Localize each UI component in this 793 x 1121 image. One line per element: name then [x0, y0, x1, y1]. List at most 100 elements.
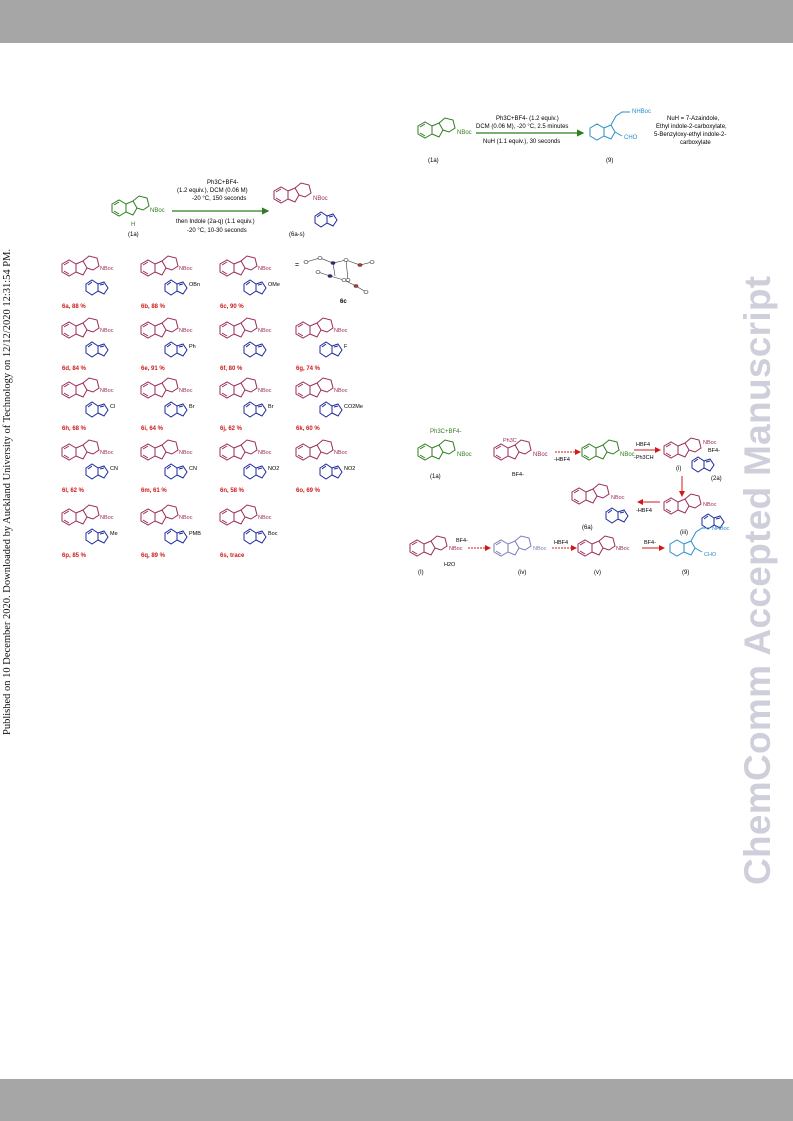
product-nboc: NBoc [258, 328, 272, 334]
mech-a-nboc: NBoc [533, 452, 548, 458]
right-substrate-label: (1a) [428, 158, 439, 164]
product-9-cho: CHO [624, 135, 638, 141]
product-5: NBoc 6f, 80 % [219, 317, 272, 372]
mech-label-i: (i) [676, 466, 681, 472]
product-label: 6c, 90 % [220, 304, 244, 310]
product-indole-structure [243, 279, 267, 296]
left-cond-line2: (1.2 equiv.), DCM (0.06 M) [177, 188, 248, 194]
product-substituent: F [344, 344, 348, 350]
product-nboc: NBoc [179, 388, 193, 394]
product-6-general-structure [273, 182, 312, 204]
mech-label-I: (I) [418, 570, 424, 576]
product-substituent: Ph [189, 344, 196, 350]
product-9-nhboc: NHBoc [632, 109, 651, 115]
product-label: 6j, 62 % [220, 426, 243, 432]
product-label: 6n, 58 % [220, 488, 245, 494]
product-core-structure [140, 255, 179, 277]
product-nboc: NBoc [179, 328, 193, 334]
product-substituent: OBn [189, 282, 200, 288]
nuh-line3: 5-Benzyloxy-ethyl indole-2- [654, 132, 726, 138]
nuh-line2: Ethyl indole-2-carboxylate, [656, 124, 727, 130]
product-nboc: NBoc [334, 388, 348, 394]
mech-bf4-2: BF4- [644, 540, 656, 546]
mech-adduct-iii [663, 493, 702, 515]
product-indole-structure [85, 463, 109, 480]
xray-equals: = [295, 262, 299, 269]
product-nboc: NBoc [334, 328, 348, 334]
product-9-structure [589, 111, 630, 141]
mech-label-2a: (2a) [711, 476, 722, 482]
product-indole-structure [243, 528, 267, 545]
mech-I-bf4: BF4- [456, 538, 468, 544]
nuh-line1: NuH = 7-Azaindole, [667, 116, 720, 122]
mech-reagent: Ph3C+BF4- [430, 429, 462, 435]
product-core-structure [295, 439, 334, 461]
product-core-structure [61, 377, 100, 399]
mech-label-1a: (1a) [430, 474, 441, 480]
mech-9-nhboc: NHBoc [712, 526, 730, 532]
product-nboc: NBoc [100, 515, 114, 521]
mech-1a-nboc: NBoc [457, 452, 472, 458]
mech-bf4: BF4- [512, 472, 524, 478]
product-core-structure [140, 439, 179, 461]
product-label: 6q, 89 % [141, 553, 166, 559]
mech-v-nboc: NBoc [616, 546, 630, 552]
mech-I-nboc: NBoc [449, 546, 463, 552]
mech-hbf4: HBF4 [636, 442, 650, 448]
product-indole-structure [243, 341, 267, 358]
product-indole-structure [164, 279, 188, 296]
mech-i-nboc: NBoc [703, 440, 717, 446]
product-label: 6m, 61 % [141, 488, 167, 494]
product-core-structure [140, 377, 179, 399]
right-cond-line2: DCM (0.06 M), -20 °C, 2.5 minutes [476, 124, 568, 130]
product-indole-structure [85, 528, 109, 545]
product-indole-structure [164, 463, 188, 480]
product-nboc: NBoc [334, 450, 348, 456]
product-core-structure [295, 377, 334, 399]
product-label: 6b, 88 % [141, 304, 166, 310]
product-indole-structure [164, 341, 188, 358]
left-cond-line5: -20 °C, 10-30 seconds [187, 228, 247, 234]
product-substituent: CN [189, 466, 197, 472]
mech-iv-nboc: NBoc [533, 546, 547, 552]
mech-iii-nboc: NBoc [703, 502, 717, 508]
product-label: 6d, 84 % [62, 366, 87, 372]
product-indole-structure [164, 528, 188, 545]
product-substituent: Me [110, 531, 118, 537]
product-label: 6h, 68 % [62, 426, 87, 432]
substrate-nboc-label: NBoc [150, 208, 165, 214]
product-indole-structure [85, 341, 109, 358]
product-substituent: Cl [110, 404, 115, 410]
product-substituent: OMe [268, 282, 280, 288]
product-label: 6f, 80 % [220, 366, 243, 372]
mech-hemiaminal-iv [493, 535, 532, 557]
mech-product-9 [669, 527, 710, 557]
product-nboc: NBoc [258, 388, 272, 394]
left-cond-line1: Ph3C+BF4- [207, 180, 239, 186]
substrate-1a-structure [111, 195, 150, 217]
product-core-structure [219, 255, 258, 277]
left-cond-line4: then Indole (2a-q) (1.1 equiv.) [176, 219, 255, 225]
product-core-structure [219, 317, 258, 339]
bottom-gray-band [0, 1079, 793, 1121]
mech-i-bf4: BF4- [708, 448, 720, 454]
product-nboc: NBoc [258, 515, 272, 521]
product-label: 6g, 74 % [296, 366, 321, 372]
product-substituent: NO2 [268, 466, 279, 472]
product-indole-structure [243, 463, 267, 480]
product-nboc: NBoc [179, 266, 193, 272]
top-gray-band [0, 0, 793, 43]
